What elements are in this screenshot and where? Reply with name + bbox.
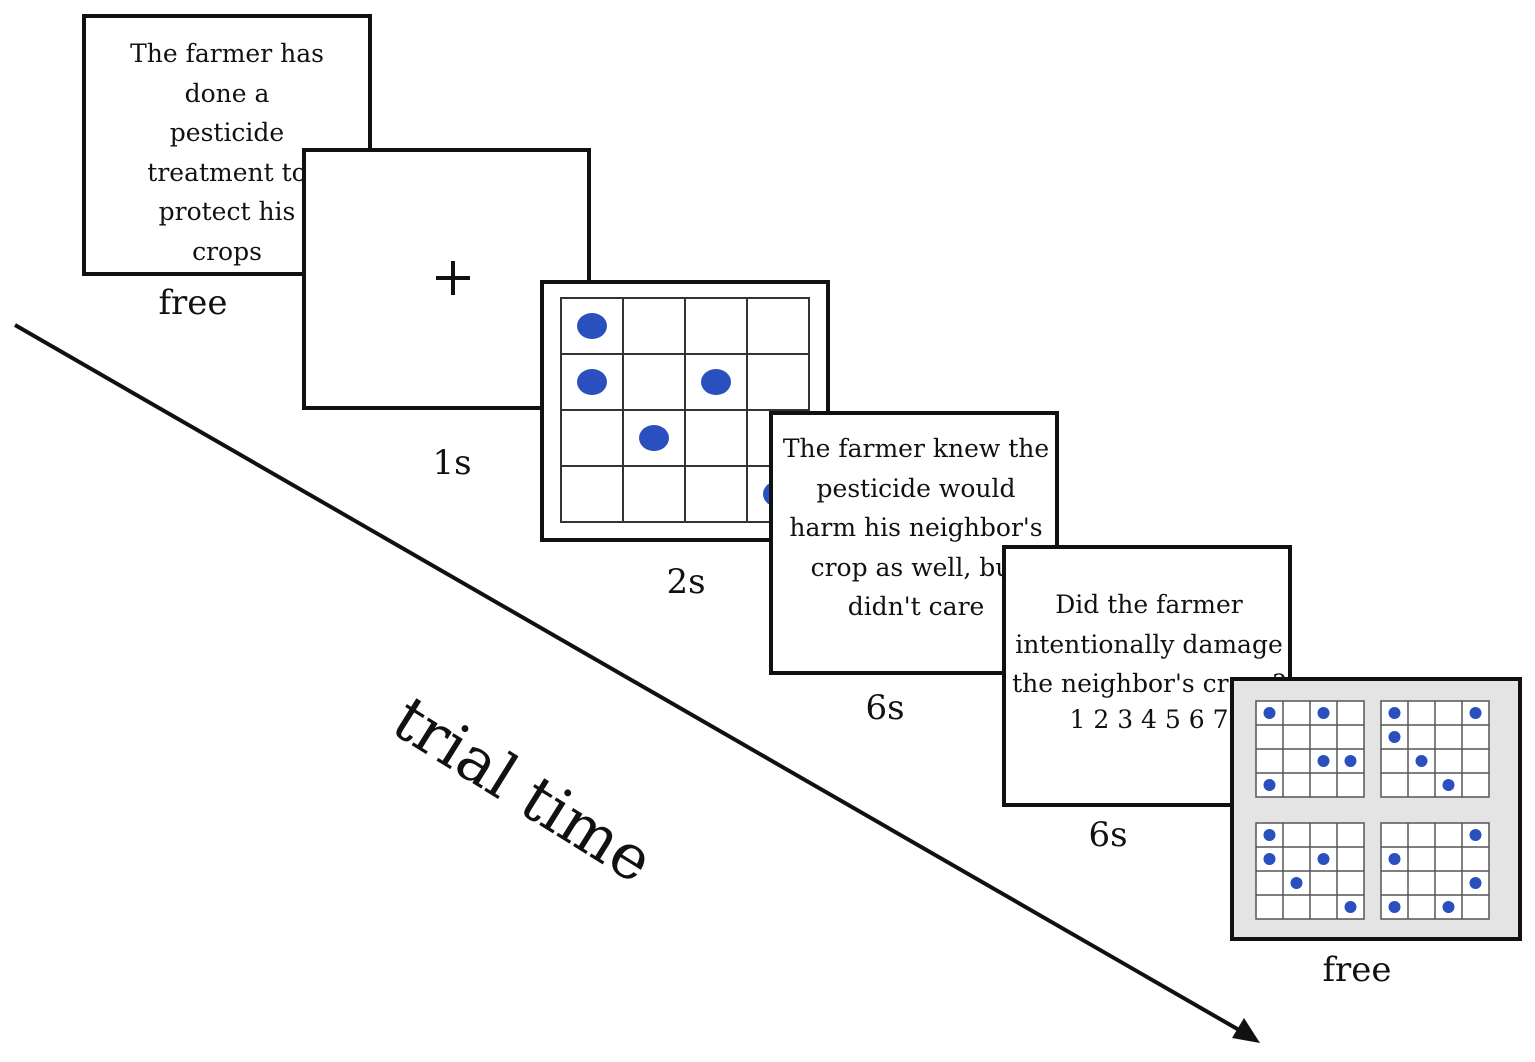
grid-dot xyxy=(1263,853,1276,865)
grid-dot xyxy=(1317,755,1330,767)
grid-dot xyxy=(1415,755,1428,767)
recognition-screen xyxy=(1230,677,1522,941)
grid-dot xyxy=(577,313,607,339)
recognition-option xyxy=(1255,700,1365,798)
fixation-cross-vertical xyxy=(451,261,455,295)
grid-dot xyxy=(1388,707,1401,719)
grid-dot xyxy=(701,369,731,395)
grid-dot xyxy=(1469,707,1482,719)
story-screen: The farmer has done a pesticide treatmen… xyxy=(82,14,372,276)
memory-grid-duration: 2s xyxy=(666,562,706,602)
recognition-option xyxy=(1380,822,1490,920)
grid-dot xyxy=(1469,877,1482,889)
grid-dot xyxy=(1344,755,1357,767)
fixation-duration: 1s xyxy=(432,443,472,483)
recognition-option xyxy=(1380,700,1490,798)
memory-grid xyxy=(560,297,810,523)
question-screen: Did the farmer intentionally damage the … xyxy=(1002,545,1292,807)
grid-dot xyxy=(1469,829,1482,841)
grid-dot xyxy=(577,369,607,395)
grid-dot xyxy=(1317,707,1330,719)
intention-duration: 6s xyxy=(865,688,905,728)
grid-dot xyxy=(639,425,669,451)
grid-dot xyxy=(1388,853,1401,865)
grid-dot xyxy=(1442,901,1455,913)
recognition-duration: free xyxy=(1322,950,1392,990)
recognition-grids xyxy=(1255,700,1490,920)
intention-text: The farmer knew the pesticide would harm… xyxy=(782,434,1050,621)
story-duration: free xyxy=(158,283,228,323)
grid-dot xyxy=(1317,853,1330,865)
memory-grid-cells xyxy=(560,297,810,523)
story-text: The farmer has done a pesticide treatmen… xyxy=(130,39,324,266)
grid-dot xyxy=(1290,877,1303,889)
grid-dot xyxy=(1442,779,1455,791)
grid-dot xyxy=(1263,707,1276,719)
rating-scale: 1 2 3 4 5 6 7 xyxy=(1069,705,1229,734)
grid-dot xyxy=(1263,829,1276,841)
grid-dot xyxy=(1344,901,1357,913)
grid-dot xyxy=(1263,779,1276,791)
grid-dot xyxy=(1388,901,1401,913)
recognition-option xyxy=(1255,822,1365,920)
grid-dot xyxy=(1388,731,1401,743)
question-duration: 6s xyxy=(1088,815,1128,855)
